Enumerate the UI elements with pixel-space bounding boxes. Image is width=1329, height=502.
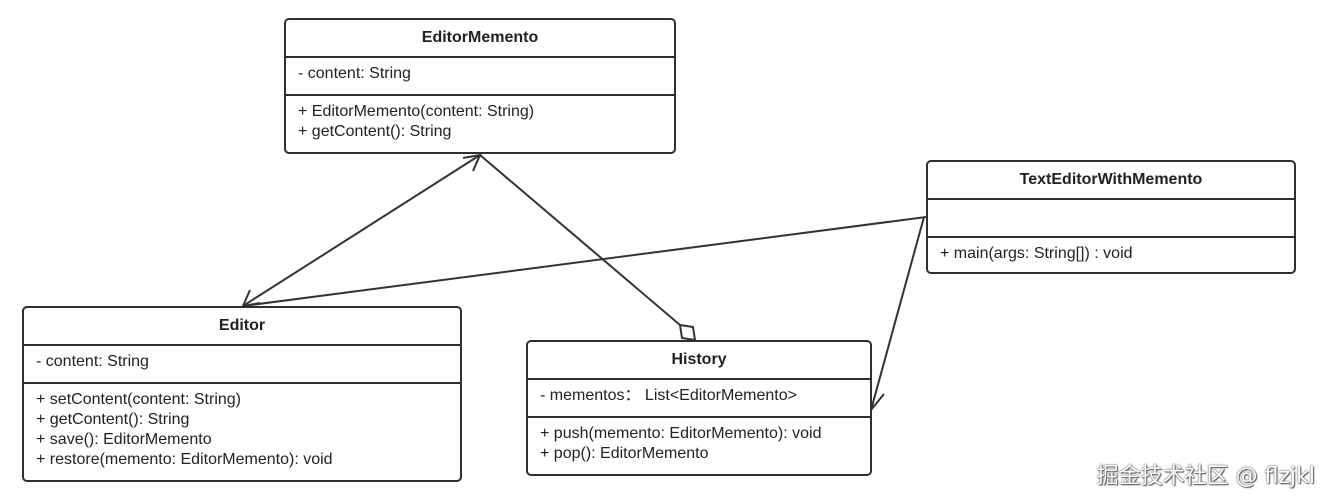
method-section: + EditorMemento(content: String) + getCo… [286, 96, 674, 142]
attribute-section: - content: String [286, 58, 674, 96]
method-line: + restore(memento: EditorMemento): void [36, 451, 333, 468]
class-box-editor[interactable]: Editor - content: String + setContent(co… [22, 306, 462, 482]
method-line: + getContent(): String [298, 123, 452, 140]
main-history-association-line [870, 216, 925, 411]
class-box-editor-memento[interactable]: EditorMemento - content: String + Editor… [284, 18, 676, 154]
method-line: + push(memento: EditorMemento): void [540, 425, 822, 442]
watermark-text: 掘金技术社区 @ flzjkl [1096, 464, 1315, 489]
memento-history-aggregation-line [479, 154, 681, 326]
attribute-line: - mementos： List<EditorMemento> [540, 387, 797, 404]
attribute-section: - mementos： List<EditorMemento> [528, 380, 870, 418]
class-name: History [528, 342, 870, 380]
method-line: + save(): EditorMemento [36, 431, 212, 448]
attribute-line: - content: String [36, 353, 149, 370]
aggregation-diamond [678, 323, 697, 342]
class-box-text-editor-with-memento[interactable]: TextEditorWithMemento + main(args: Strin… [926, 160, 1296, 274]
method-section: + push(memento: EditorMemento): void + p… [528, 418, 870, 464]
method-line: + main(args: String[]) : void [940, 245, 1133, 262]
method-line: + setContent(content: String) [36, 391, 241, 408]
method-section: + setContent(content: String) + getConte… [24, 384, 460, 470]
class-name: EditorMemento [286, 20, 674, 58]
method-line: + pop(): EditorMemento [540, 445, 709, 462]
editor-memento-association-line [242, 154, 481, 307]
attribute-section [928, 200, 1294, 238]
method-section: + main(args: String[]) : void [928, 238, 1294, 264]
class-name: Editor [24, 308, 460, 346]
method-line: + getContent(): String [36, 411, 190, 428]
class-name: TextEditorWithMemento [928, 162, 1294, 200]
attribute-line: - content: String [298, 65, 411, 82]
main-editor-association-line [242, 216, 927, 307]
method-line: + EditorMemento(content: String) [298, 103, 535, 120]
class-box-history[interactable]: History - mementos： List<EditorMemento> … [526, 340, 872, 476]
attribute-section: - content: String [24, 346, 460, 384]
